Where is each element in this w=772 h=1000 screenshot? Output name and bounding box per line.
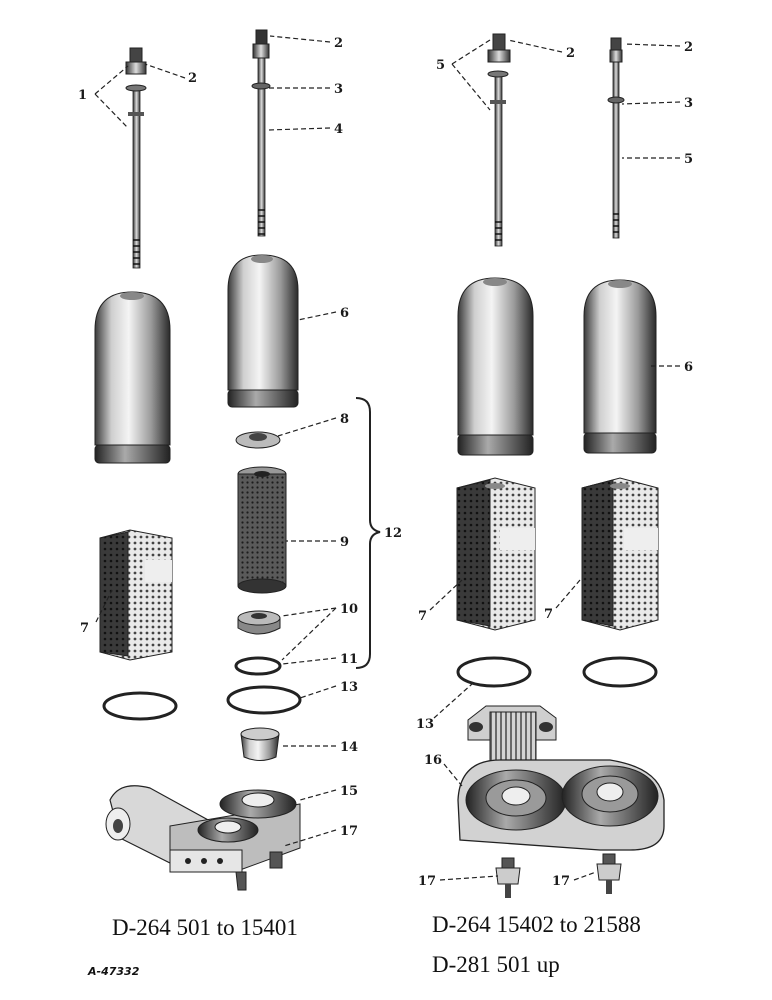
callout-7: 7 — [544, 607, 553, 622]
leader-lines — [94, 35, 681, 881]
callout-15: 15 — [340, 784, 358, 799]
callout-5: 5 — [436, 58, 445, 73]
callout-1: 1 — [78, 88, 87, 103]
callout-12: 12 — [384, 526, 402, 541]
element-7-left — [99, 529, 173, 661]
filter-shell-3 — [457, 277, 534, 456]
callout-5: 5 — [684, 152, 693, 167]
valve-17-left — [495, 857, 521, 898]
callout-6: 6 — [340, 306, 349, 321]
bushing-14 — [240, 727, 280, 761]
callout-10: 10 — [340, 602, 358, 617]
figure-reference: A-47332 — [87, 965, 140, 978]
rod-assembly-3 — [487, 33, 511, 247]
callout-2: 2 — [566, 46, 575, 61]
retainer-8 — [235, 431, 281, 449]
callout-2: 2 — [684, 40, 693, 55]
callout-9: 9 — [340, 535, 349, 550]
callout-3: 3 — [334, 82, 343, 97]
rod-assembly-2 — [251, 29, 271, 237]
caption-right-serial-range-2: D-281 501 up — [432, 952, 560, 977]
valve-17-right — [596, 853, 622, 894]
group-bracket-12 — [355, 397, 381, 669]
callout-16: 16 — [424, 753, 442, 768]
callout-13: 13 — [416, 717, 434, 732]
element-9 — [237, 466, 287, 594]
callout-14: 14 — [340, 740, 358, 755]
callout-2: 2 — [188, 71, 197, 86]
filter-shell-1 — [94, 291, 171, 464]
callout-7: 7 — [80, 621, 89, 636]
filter-base-right — [457, 705, 665, 851]
callout-3: 3 — [684, 96, 693, 111]
filter-shell-4 — [583, 279, 657, 454]
callout-7: 7 — [418, 609, 427, 624]
callout-4: 4 — [334, 122, 343, 137]
rod-assembly-1 — [125, 47, 147, 269]
callout-6: 6 — [684, 360, 693, 375]
filter-base-left — [105, 785, 301, 891]
callout-11: 11 — [340, 652, 358, 667]
element-7-mid — [456, 477, 536, 631]
rings-13-right — [456, 656, 658, 688]
ring-13-left — [102, 685, 302, 721]
rod-assembly-4 — [607, 37, 625, 239]
caption-right-serial-range-1: D-264 15402 to 21588 — [432, 912, 641, 937]
element-7-right — [581, 477, 659, 631]
callout-17: 17 — [552, 874, 570, 889]
callout-8: 8 — [340, 412, 349, 427]
callout-labels: 1 2 2 2 2 3 3 4 5 5 6 6 7 7 7 8 9 10 11 … — [78, 36, 693, 889]
filter-shell-2 — [227, 254, 299, 408]
callout-13: 13 — [340, 680, 358, 695]
gasket-10 — [237, 610, 281, 635]
caption-left-serial-range: D-264 501 to 15401 — [112, 915, 298, 940]
callout-17: 17 — [340, 824, 358, 839]
callout-2: 2 — [334, 36, 343, 51]
callout-17: 17 — [418, 874, 436, 889]
ring-11 — [234, 656, 282, 676]
